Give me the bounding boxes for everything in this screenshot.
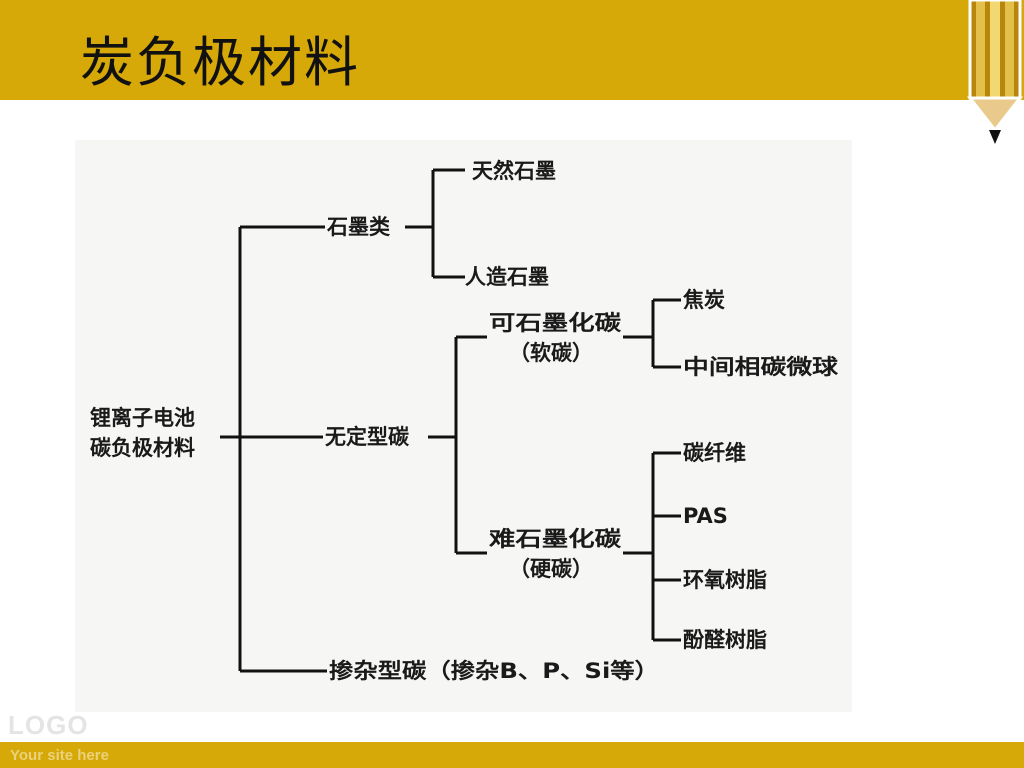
mcmb-label: 中间相碳微球 xyxy=(683,355,839,379)
logo: LOGO xyxy=(8,710,89,740)
artificial-graphite-label: 人造石墨 xyxy=(465,265,549,289)
doped-carbon-label: 掺杂型碳（掺杂B、P、Si等） xyxy=(329,659,659,683)
site-text: Your site here xyxy=(10,747,109,764)
phenolic-resin-label: 酚醛树脂 xyxy=(683,628,767,652)
carbon-fiber-label: 碳纤维 xyxy=(683,441,746,465)
root-label-line1: 锂离子电池 xyxy=(90,406,195,430)
root-label-line2: 碳负极材料 xyxy=(90,436,195,460)
coke-label: 焦炭 xyxy=(682,288,725,312)
soft-carbon-label-line1: 可石墨化碳 xyxy=(489,311,622,335)
hard-carbon-label-line1: 难石墨化碳 xyxy=(488,527,623,551)
graphite-label: 石墨类 xyxy=(326,215,391,239)
footer-bar xyxy=(0,742,1024,768)
header-bar xyxy=(0,0,1024,100)
classification-tree: 锂离子电池 碳负极材料 石墨类 天然石墨 人造石墨 无定型碳 可石墨化碳 （软碳… xyxy=(90,159,839,683)
hard-carbon-label-line2: （硬碳） xyxy=(509,557,593,581)
diagram-panel: 锂离子电池 碳负极材料 石墨类 天然石墨 人造石墨 无定型碳 可石墨化碳 （软碳… xyxy=(75,140,852,712)
slide-title: 炭负极材料 xyxy=(80,31,360,94)
soft-carbon-label-line2: （软碳） xyxy=(509,341,593,365)
epoxy-resin-label: 环氧树脂 xyxy=(683,568,767,592)
amorphous-label: 无定型碳 xyxy=(325,425,410,449)
pencil-icon xyxy=(966,0,1024,144)
natural-graphite-label: 天然石墨 xyxy=(472,159,556,183)
pas-label: PAS xyxy=(683,504,728,528)
